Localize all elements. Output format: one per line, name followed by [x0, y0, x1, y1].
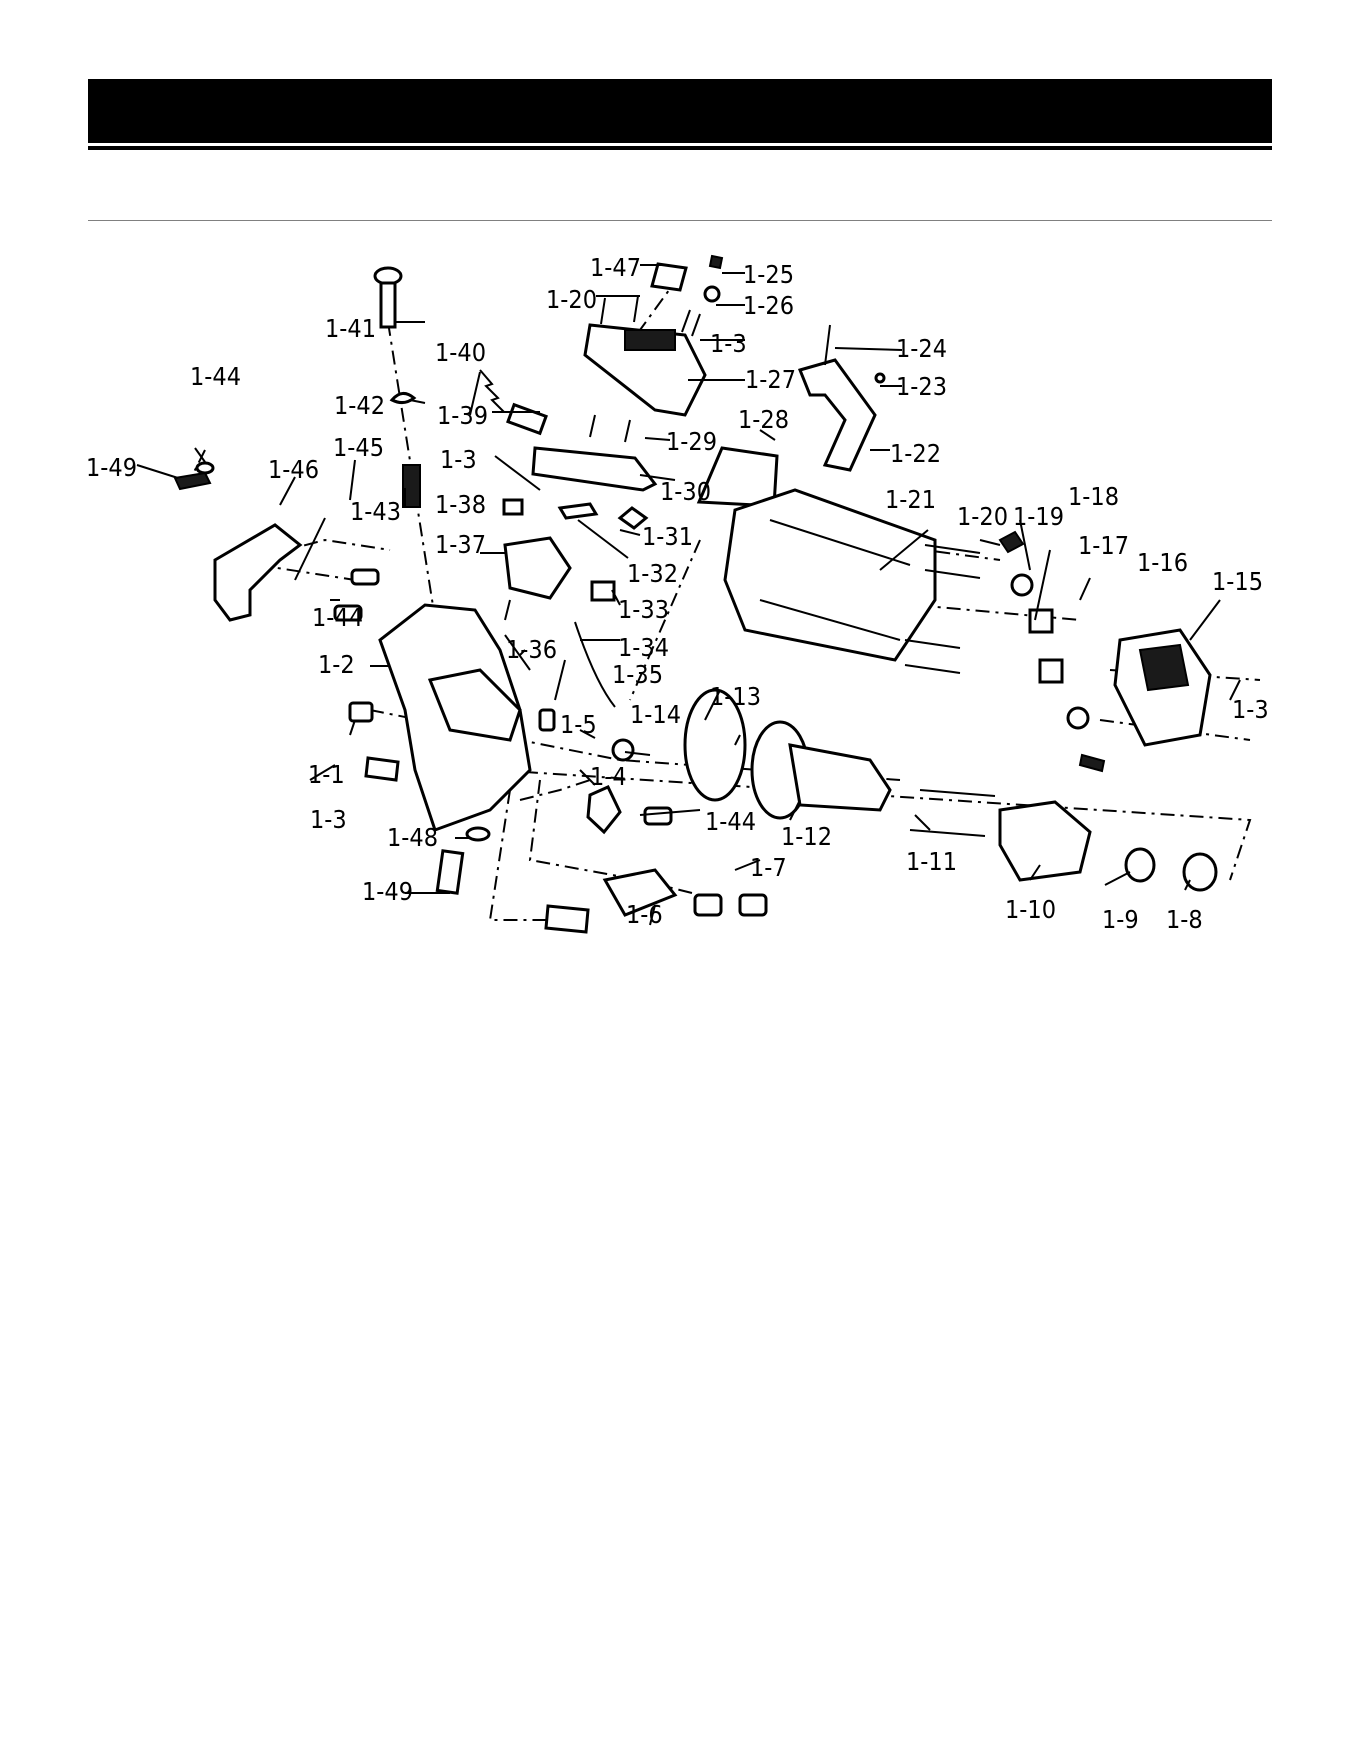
- part-label-1-6: 1-6: [626, 900, 663, 929]
- part-label-1-20b: 1-20: [957, 502, 1008, 531]
- part-label-1-13: 1-13: [710, 682, 761, 711]
- part-label-1-19: 1-19: [1013, 502, 1064, 531]
- part-label-1-25: 1-25: [743, 260, 794, 289]
- exploded-parts-diagram: 1-1 1-2 1-3 1-3 1-3 1-3 1-4 1-5 1-6 1-7 1-8 1-9 1-10…: [0, 230, 1361, 970]
- part-label-1-7: 1-7: [750, 853, 787, 882]
- part-label-1-21: 1-21: [885, 485, 936, 514]
- part-label-1-4: 1-4: [590, 762, 627, 791]
- part-label-1-27: 1-27: [745, 365, 796, 394]
- part-label-1-5: 1-5: [560, 710, 597, 739]
- part-label-1-49b: 1-49: [362, 877, 413, 906]
- part-label-1-9: 1-9: [1102, 905, 1139, 934]
- part-label-1-40: 1-40: [435, 338, 486, 367]
- part-label-1-3b: 1-3: [710, 329, 747, 358]
- part-label-1-47: 1-47: [590, 253, 641, 282]
- part-label-1-37: 1-37: [435, 530, 486, 559]
- part-label-1-34: 1-34: [618, 633, 669, 662]
- part-label-1-26: 1-26: [743, 291, 794, 320]
- header-bar: [88, 79, 1272, 143]
- part-label-1-41: 1-41: [325, 314, 376, 343]
- part-label-1-14: 1-14: [630, 700, 681, 729]
- part-label-1-12: 1-12: [781, 822, 832, 851]
- part-label-1-28: 1-28: [738, 405, 789, 434]
- part-label-1-3d: 1-3: [1232, 695, 1269, 724]
- part-label-1-45: 1-45: [333, 433, 384, 462]
- part-label-1-2: 1-2: [318, 650, 355, 679]
- part-label-1-33: 1-33: [618, 595, 669, 624]
- part-label-1-42: 1-42: [334, 391, 385, 420]
- part-label-1-48: 1-48: [387, 823, 438, 852]
- part-label-1-49a: 1-49: [86, 453, 137, 482]
- part-label-1-29: 1-29: [666, 427, 717, 456]
- part-label-1-11: 1-11: [906, 847, 957, 876]
- part-label-1-46: 1-46: [268, 455, 319, 484]
- part-label-1-31: 1-31: [642, 522, 693, 551]
- part-label-1-20a: 1-20: [546, 285, 597, 314]
- part-label-1-32: 1-32: [627, 559, 678, 588]
- part-label-1-3c: 1-3: [440, 445, 477, 474]
- part-label-1-15: 1-15: [1212, 567, 1263, 596]
- part-label-1-8: 1-8: [1166, 905, 1203, 934]
- part-label-1-44a: 1-44: [190, 362, 241, 391]
- part-label-1-44c: 1-44: [705, 807, 756, 836]
- part-label-1-23: 1-23: [896, 372, 947, 401]
- part-label-1-10: 1-10: [1005, 895, 1056, 924]
- part-label-1-43: 1-43: [350, 497, 401, 526]
- part-label-1-39: 1-39: [437, 401, 488, 430]
- part-label-1-16: 1-16: [1137, 548, 1188, 577]
- part-label-1-1: 1-1: [308, 760, 345, 789]
- header-rule: [88, 146, 1272, 150]
- part-label-1-36: 1-36: [506, 635, 557, 664]
- part-label-1-44b: 1-44: [312, 603, 363, 632]
- section-divider: [88, 220, 1272, 221]
- part-label-1-17: 1-17: [1078, 531, 1129, 560]
- part-label-1-35: 1-35: [612, 660, 663, 689]
- part-label-1-38: 1-38: [435, 490, 486, 519]
- part-label-1-18: 1-18: [1068, 482, 1119, 511]
- part-label-1-22: 1-22: [890, 439, 941, 468]
- part-label-1-24: 1-24: [896, 334, 947, 363]
- part-label-1-3a: 1-3: [310, 805, 347, 834]
- part-label-1-30: 1-30: [660, 477, 711, 506]
